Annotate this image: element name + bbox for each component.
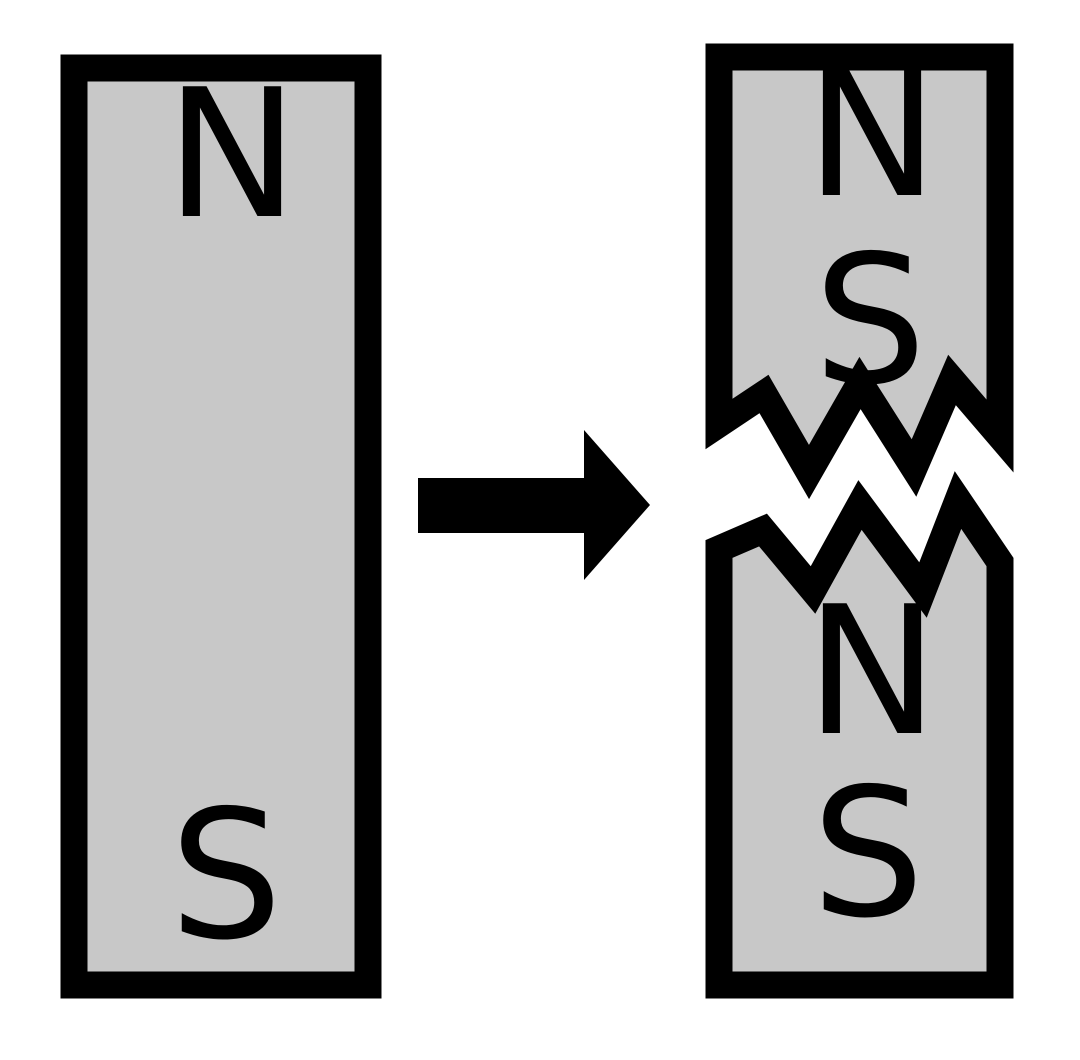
bottom-piece-north-label: N — [805, 568, 938, 775]
broken-magnet-bottom-piece: N S — [705, 471, 1014, 999]
whole-magnet-north-label: N — [165, 51, 298, 258]
whole-magnet-body — [60, 54, 382, 999]
whole-magnet: N S — [60, 51, 382, 999]
arrow-shape — [418, 430, 650, 580]
bottom-piece-body — [705, 471, 1014, 999]
top-piece-north-label: N — [805, 30, 938, 237]
bottom-piece-south-label: S — [812, 750, 925, 957]
right-arrow-icon — [418, 430, 650, 580]
broken-magnet-top-piece: N S — [705, 30, 1014, 500]
top-piece-body — [705, 43, 1014, 500]
top-piece-south-label: S — [814, 217, 927, 424]
whole-magnet-south-label: S — [170, 772, 283, 979]
